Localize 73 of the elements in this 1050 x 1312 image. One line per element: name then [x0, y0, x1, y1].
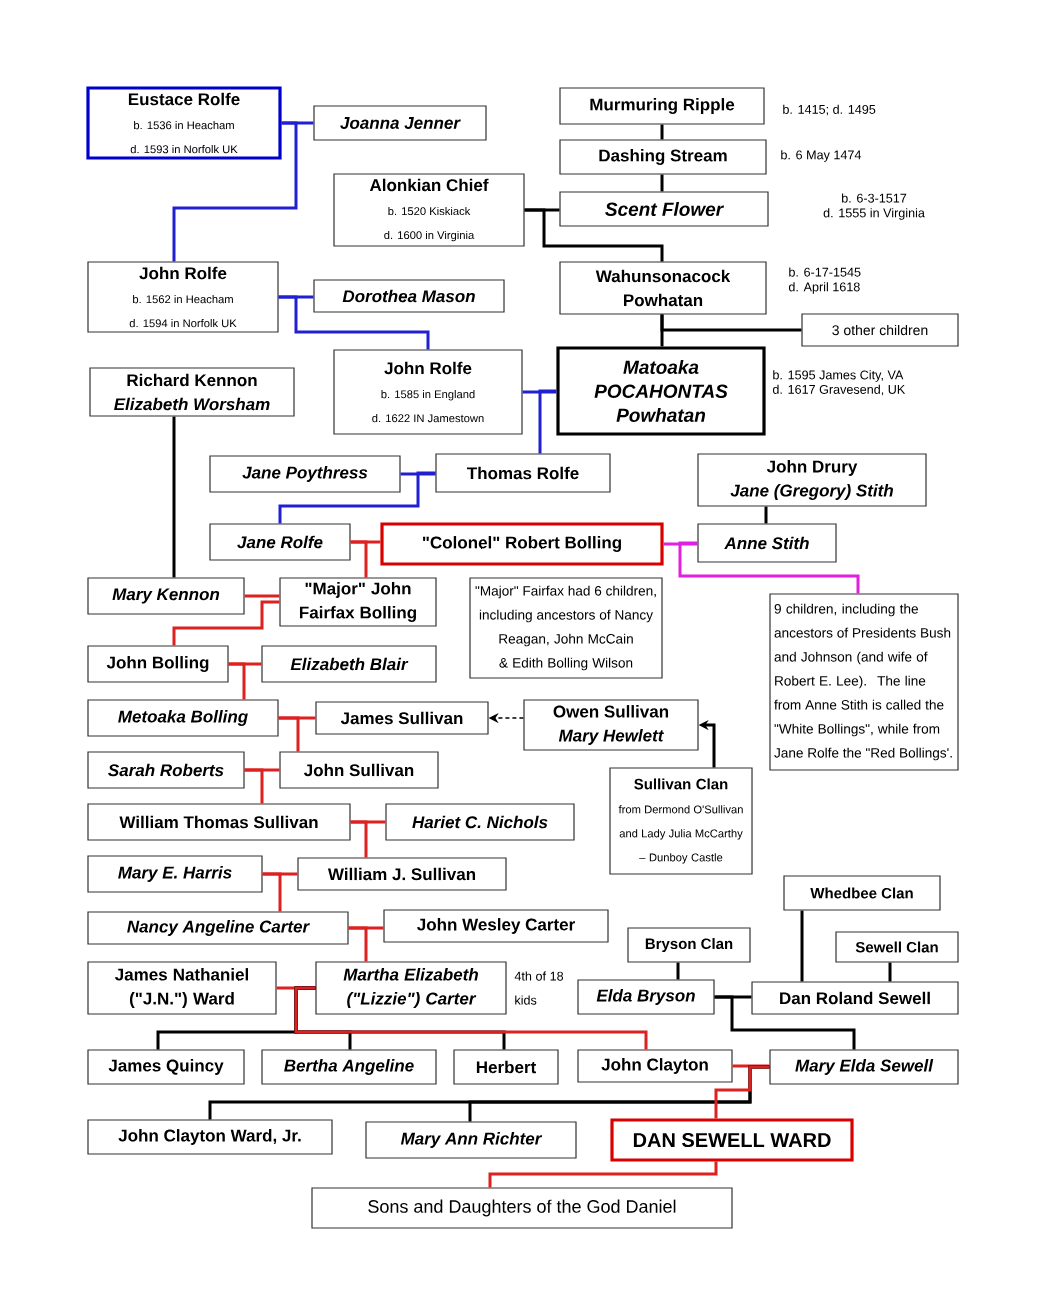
- couple-box: John Drury Jane (Gregory) Stith: [697, 453, 927, 507]
- connector-line: [278, 471, 436, 524]
- connector-line: [538, 389, 557, 454]
- person-box: Martha Elizabeth ("Lizzie") Carter: [315, 961, 507, 1015]
- connector-line: [244, 768, 264, 804]
- person-box: John Wesley Carter: [383, 909, 609, 943]
- connector-line: [800, 910, 804, 982]
- person-box: Herbert: [453, 1049, 559, 1085]
- person-box: John Bolling: [87, 645, 229, 683]
- person-box: "Major" John Fairfax Bolling: [279, 577, 437, 627]
- connector-line: [172, 121, 298, 262]
- person-box: Metoaka Bolling: [87, 699, 279, 737]
- connector-line: [400, 472, 436, 476]
- connector-line: [660, 174, 664, 192]
- connector-line: [350, 820, 368, 858]
- person-box: Dashing Stream: [559, 139, 767, 175]
- connector-line: [524, 208, 664, 262]
- person-box: Jane Rolfe: [209, 523, 351, 561]
- person-box: Dorothea Mason: [313, 279, 505, 313]
- person-box: Mary Ann Richter: [365, 1121, 577, 1159]
- person-box: Matoaka POCAHONTAS Powhatan: [556, 346, 766, 436]
- person-box: Wahunsonacock Powhatan: [559, 261, 767, 315]
- connector-line: [888, 962, 892, 982]
- connector-line: [172, 416, 176, 578]
- person-box: William J. Sullivan: [297, 857, 507, 891]
- connector-line: [663, 542, 698, 546]
- connector-line: [172, 600, 280, 646]
- connector-line: [732, 1064, 770, 1068]
- person-box: "Colonel" Robert Bolling: [380, 522, 664, 566]
- connector-line: [278, 716, 300, 752]
- connector-line: [676, 962, 680, 980]
- person-box: Scent Flower: [559, 191, 769, 227]
- connector-line: [714, 995, 856, 1050]
- connector-line: [714, 1065, 770, 1119]
- person-box: Mary E. Harris: [87, 855, 263, 893]
- connector-line: [244, 594, 280, 598]
- person-box: Elda Bryson: [577, 979, 715, 1015]
- connector-line: [278, 295, 430, 350]
- person-box: William Thomas Sullivan: [87, 803, 351, 841]
- descendants-box: Sons and Daughters of the God Daniel: [311, 1187, 733, 1229]
- connector-line: [678, 541, 860, 594]
- connector-line: [488, 1161, 718, 1188]
- person-box: Mary Kennon: [87, 577, 245, 615]
- person-box: Joanna Jenner: [313, 105, 487, 141]
- connector-line: [660, 124, 664, 140]
- person-box: DAN SEWELL WARD: [610, 1118, 854, 1162]
- person-box: Hariet C. Nichols: [385, 803, 575, 841]
- connector-line: [660, 314, 802, 332]
- connector-line: [764, 506, 768, 524]
- person-box: James Nathaniel ("J.N.") Ward: [87, 961, 277, 1015]
- person-box: John Clayton: [577, 1049, 733, 1083]
- person-box: Elizabeth Blair: [261, 645, 437, 683]
- person-box: John Sullivan: [279, 751, 439, 789]
- connector-line: [228, 662, 246, 700]
- person-box: Thomas Rolfe: [435, 453, 611, 493]
- person-box: Sarah Roberts: [87, 751, 245, 789]
- person-box: Nancy Angeline Carter: [87, 911, 349, 945]
- person-box: Anne Stith: [697, 523, 837, 563]
- person-box: Mary Elda Sewell: [769, 1049, 959, 1085]
- person-box: Dan Roland Sewell: [751, 981, 959, 1015]
- connector-line: [522, 390, 557, 394]
- connector-line: [348, 926, 368, 962]
- person-box: James Sullivan: [315, 701, 489, 735]
- couple-box: Richard Kennon Elizabeth Worsham: [89, 367, 295, 417]
- person-box: Bertha Angeline: [261, 1049, 437, 1085]
- person-box: James Quincy: [87, 1049, 245, 1085]
- person-box: Murmuring Ripple: [559, 87, 765, 125]
- person-box: John Clayton Ward, Jr.: [87, 1119, 333, 1155]
- person-box: Jane Poythress: [209, 455, 401, 493]
- couple-box: Owen Sullivan Mary Hewlett: [523, 699, 699, 751]
- connector-line: [262, 872, 282, 912]
- connector-line: [294, 986, 648, 1050]
- connector-line: [350, 540, 368, 578]
